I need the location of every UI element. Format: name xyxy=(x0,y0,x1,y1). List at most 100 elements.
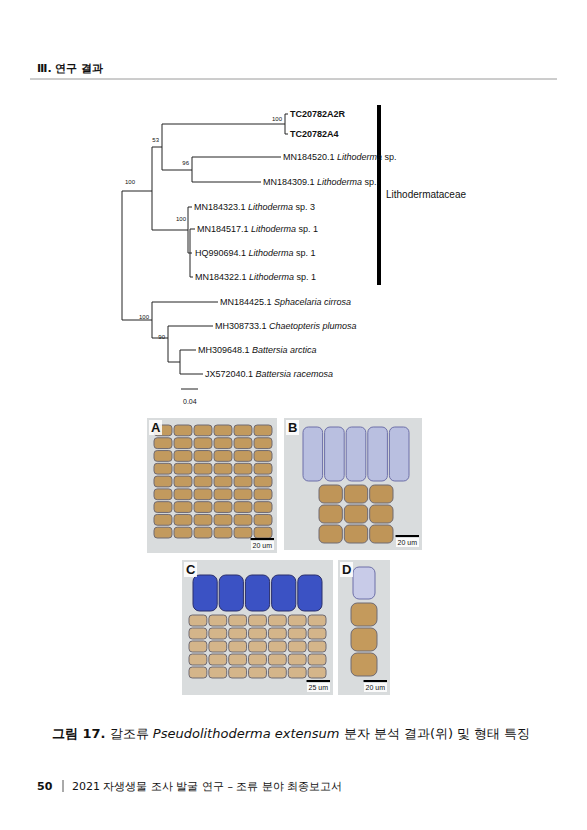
tree-branch xyxy=(162,170,192,171)
tree-branch xyxy=(192,157,193,182)
bootstrap-value: 100 xyxy=(139,314,149,320)
cell xyxy=(351,603,377,626)
cell xyxy=(288,654,306,665)
tree-branch xyxy=(162,124,285,125)
micrograph xyxy=(338,560,390,695)
tree-label: MH309648.1 Battersia arctica xyxy=(198,346,317,355)
tree-label: MN184517.1 Lithoderma sp. 1 xyxy=(197,225,318,234)
micrograph-panel: D20 um xyxy=(338,560,390,695)
cell xyxy=(268,654,286,665)
tree-branch xyxy=(192,157,281,158)
tree-branch xyxy=(285,114,286,134)
cell xyxy=(174,514,192,525)
tree-branch xyxy=(152,302,218,303)
cell xyxy=(351,653,377,676)
cell xyxy=(272,575,296,611)
tree-branch xyxy=(168,362,180,363)
tree-label: JX572040.1 Battersia racemosa xyxy=(205,370,333,379)
cell xyxy=(254,489,272,500)
cell xyxy=(245,575,269,611)
cell xyxy=(234,451,252,462)
micrograph-panel: C25 um xyxy=(182,560,333,695)
tree-branch xyxy=(285,114,288,115)
cell xyxy=(234,514,252,525)
tree-branch xyxy=(180,374,203,375)
cell xyxy=(154,438,172,449)
cell xyxy=(308,654,326,665)
tree-branch xyxy=(190,253,192,254)
bootstrap-value: 100 xyxy=(125,179,135,185)
cell xyxy=(174,463,192,474)
bootstrap-value: 53 xyxy=(152,137,159,143)
cell xyxy=(154,527,172,538)
family-bar xyxy=(377,105,381,285)
cell xyxy=(344,505,367,523)
tree-branch xyxy=(162,124,163,170)
cell xyxy=(368,427,388,481)
cell xyxy=(194,438,212,449)
tree-branch xyxy=(190,229,195,230)
cell xyxy=(214,463,232,474)
tree-label: TC20782A4 xyxy=(290,130,339,139)
cell xyxy=(229,641,247,652)
cell xyxy=(174,527,192,538)
cell xyxy=(194,514,212,525)
cell xyxy=(288,615,306,626)
cell xyxy=(154,489,172,500)
cell xyxy=(214,438,232,449)
cell xyxy=(174,489,192,500)
micrograph-ground xyxy=(284,418,422,550)
micrograph-ground xyxy=(338,560,390,695)
panel-letter: B xyxy=(286,420,299,435)
cell xyxy=(154,451,172,462)
tree-label: MN184323.1 Lithoderma sp. 3 xyxy=(194,203,315,212)
cell xyxy=(234,527,252,538)
cell xyxy=(174,451,192,462)
cell xyxy=(154,476,172,487)
cell xyxy=(308,615,326,626)
cell xyxy=(319,505,342,523)
cell xyxy=(189,628,207,639)
cell xyxy=(249,615,267,626)
cell xyxy=(370,485,393,503)
panel-letter: A xyxy=(149,420,162,435)
bootstrap-value: 100 xyxy=(176,216,186,222)
cell xyxy=(308,641,326,652)
tree-label: HQ990694.1 Lithoderma sp. 1 xyxy=(195,249,316,258)
scale-bars xyxy=(251,535,419,682)
cell xyxy=(174,476,192,487)
cell xyxy=(194,502,212,513)
tree-branch xyxy=(152,147,162,148)
cell xyxy=(214,425,232,436)
scale-bar xyxy=(396,535,419,537)
tree-label: MN184425.1 Sphacelaria cirrosa xyxy=(220,298,351,307)
cell xyxy=(344,525,367,543)
tree-label: MN184309.1 Lithoderma sp. xyxy=(263,178,377,187)
tree-branch xyxy=(192,182,261,183)
tree-branch xyxy=(188,207,192,208)
cell xyxy=(254,502,272,513)
cell xyxy=(189,641,207,652)
cell xyxy=(288,667,306,678)
cell xyxy=(249,654,267,665)
tree-label: MN184520.1 Lithoderma sp. xyxy=(283,153,397,162)
panel-letter: C xyxy=(184,562,197,577)
cell xyxy=(234,502,252,513)
figure-caption: 그림 17. 갈조류 Pseudolithoderma extensum 분자 … xyxy=(52,726,572,743)
tree-branch xyxy=(168,326,169,362)
cell xyxy=(254,463,272,474)
cell xyxy=(254,438,272,449)
tree-branch xyxy=(285,134,288,135)
cell xyxy=(174,502,192,513)
bootstrap-value: 100 xyxy=(272,116,282,122)
micrograph-panel: A20 um xyxy=(147,418,277,553)
micrograph xyxy=(182,560,333,695)
cell xyxy=(214,489,232,500)
cell xyxy=(254,514,272,525)
tree-branch xyxy=(152,147,153,230)
tree-branch xyxy=(122,191,123,320)
cell xyxy=(189,667,207,678)
cell xyxy=(254,425,272,436)
